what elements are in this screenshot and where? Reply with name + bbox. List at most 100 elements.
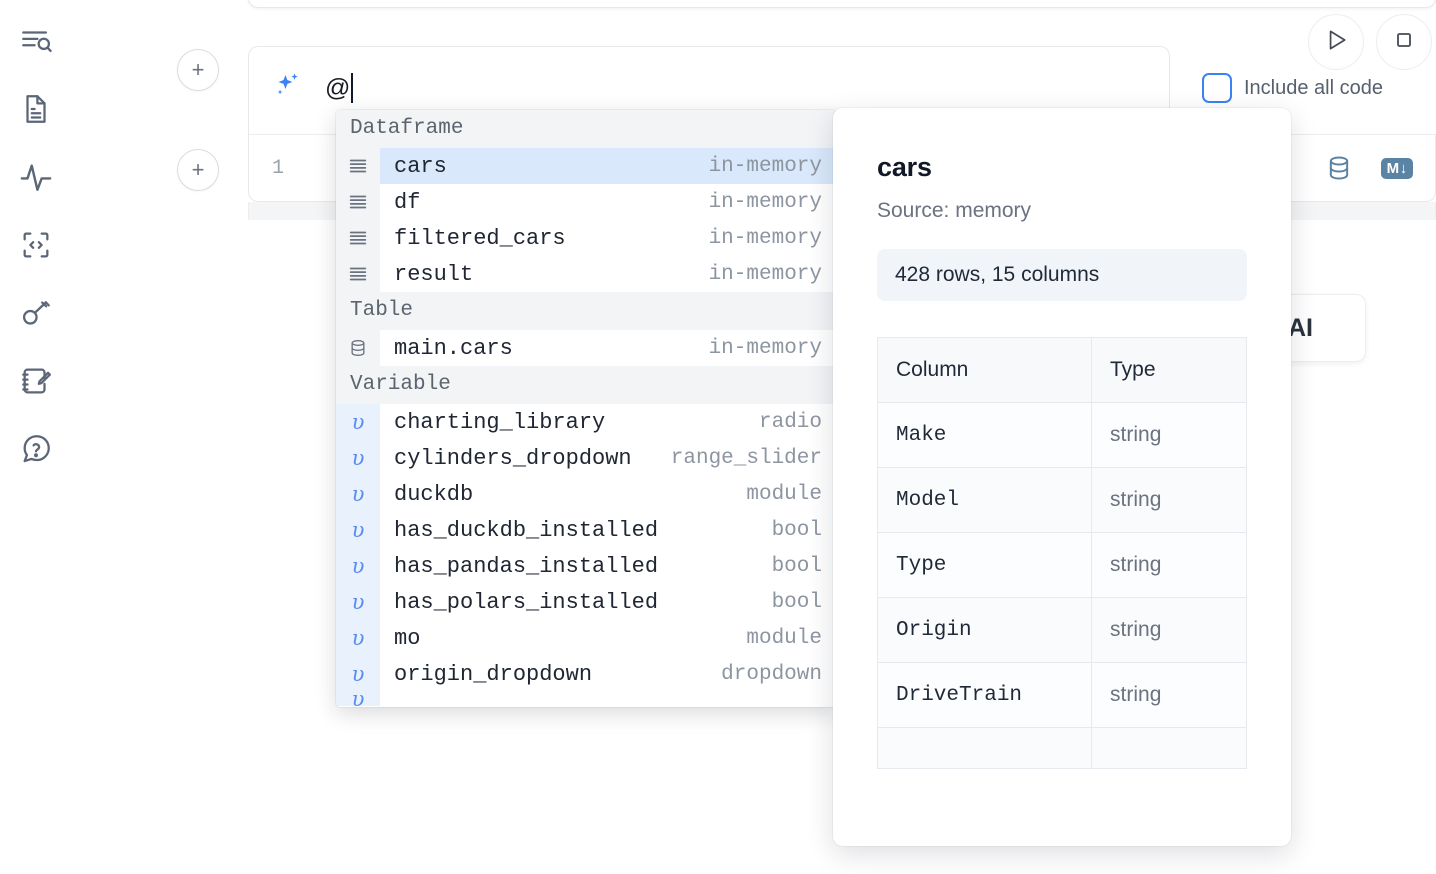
add-cell-button-top[interactable]: + — [177, 49, 219, 91]
outline-search-icon — [19, 24, 53, 58]
autocomplete-item-name: has_duckdb_installed — [394, 517, 659, 543]
autocomplete-section-header: Variable — [336, 366, 836, 404]
dataframe-icon — [336, 184, 380, 220]
sparkles-icon — [271, 69, 305, 103]
autocomplete-item-meta: in-memory — [708, 226, 822, 250]
autocomplete-item-meta: bool — [771, 518, 822, 542]
preview-shape-badge: 428 rows, 15 columns — [877, 249, 1247, 301]
autocomplete-item-name: filtered_cars — [394, 225, 566, 251]
sidebar-item-secrets[interactable] — [13, 290, 59, 336]
text-caret — [351, 73, 354, 103]
sidebar-item-variables[interactable] — [13, 154, 59, 200]
autocomplete-item-name: df — [394, 189, 421, 215]
sidebar-item-snippets[interactable] — [13, 222, 59, 268]
schema-column-type: string — [1091, 467, 1247, 533]
sidebar-item-scratchpad[interactable] — [13, 358, 59, 404]
autocomplete-item-clipped[interactable]: υ — [336, 692, 836, 706]
stop-cell-button[interactable] — [1376, 14, 1432, 70]
sidebar-item-files[interactable] — [13, 86, 59, 132]
include-all-code-row: Include all code — [1202, 73, 1383, 103]
variable-icon: υ — [336, 692, 380, 706]
schema-column-type: string — [1091, 402, 1247, 468]
autocomplete-item-name: charting_library — [394, 409, 606, 435]
previous-cell-stub — [248, 0, 1436, 8]
preview-title: cars — [877, 152, 932, 182]
autocomplete-item-meta: dropdown — [721, 662, 822, 686]
secrets-key-icon — [19, 296, 53, 330]
autocomplete-item[interactable]: cars in-memory — [336, 148, 836, 184]
help-chat-icon — [19, 432, 53, 466]
table-header-row: Column Type — [876, 337, 1247, 403]
autocomplete-item-meta: in-memory — [708, 262, 822, 286]
schema-column-type: string — [1091, 662, 1247, 728]
cell-action-icons: M↓ — [1325, 154, 1413, 182]
autocomplete-item-name: cars — [394, 153, 447, 179]
autocomplete-item-name: has_pandas_installed — [394, 553, 659, 579]
schema-column-name: Model — [876, 467, 1093, 533]
ai-prompt-input[interactable]: @ — [325, 73, 1169, 111]
autocomplete-item-name: mo — [394, 625, 421, 651]
stop-square-icon — [1392, 28, 1416, 57]
file-explorer-icon — [19, 92, 53, 126]
autocomplete-item-meta: bool — [771, 590, 822, 614]
run-cell-button[interactable] — [1308, 14, 1364, 70]
add-cell-button-bottom[interactable]: + — [177, 149, 219, 191]
variable-icon: υ — [336, 476, 380, 512]
include-all-code-checkbox[interactable] — [1202, 73, 1232, 103]
table-row-clipped — [876, 727, 1247, 769]
autocomplete-item-meta: module — [746, 482, 822, 506]
markdown-icon[interactable]: M↓ — [1380, 157, 1413, 179]
autocomplete-section-header: Table — [336, 292, 836, 330]
activity-icon — [19, 160, 53, 194]
ai-chip-label: AI — [1288, 313, 1313, 342]
autocomplete-item[interactable]: result in-memory — [336, 256, 836, 292]
autocomplete-item-meta: radio — [758, 410, 822, 434]
line-number: 1 — [271, 156, 284, 180]
dataframe-icon — [336, 148, 380, 184]
autocomplete-item-name: duckdb — [394, 481, 474, 507]
autocomplete-item[interactable]: filtered_cars in-memory — [336, 220, 836, 256]
autocomplete-item-meta: range_slider — [670, 446, 822, 470]
sidebar-item-help[interactable] — [13, 426, 59, 472]
autocomplete-item[interactable]: υ has_pandas_installed bool — [336, 548, 836, 584]
autocomplete-section-header: Dataframe — [336, 110, 836, 148]
autocomplete-item-name: result — [394, 261, 474, 287]
plus-icon: + — [191, 57, 205, 82]
variable-icon: υ — [336, 548, 380, 584]
schema-column-name: Type — [876, 532, 1093, 598]
preview-source: Source: memory — [877, 199, 1032, 222]
scratchpad-icon — [19, 364, 53, 398]
autocomplete-item-name: main.cars — [394, 335, 513, 361]
schema-column-name: DriveTrain — [876, 662, 1093, 728]
sidebar-item-outline[interactable] — [13, 18, 59, 64]
autocomplete-item-meta: in-memory — [708, 154, 822, 178]
column-header-column: Column — [876, 337, 1093, 403]
column-header-type: Type — [1091, 337, 1247, 403]
dataframe-preview-panel: cars Source: memory 428 rows, 15 columns… — [833, 108, 1291, 846]
autocomplete-item-meta: module — [746, 626, 822, 650]
database-icon[interactable] — [1325, 154, 1353, 182]
plus-icon: + — [191, 157, 205, 182]
variable-icon: υ — [336, 440, 380, 476]
left-icon-rail — [0, 0, 72, 874]
autocomplete-item-meta: bool — [771, 554, 822, 578]
markdown-arrow: ↓ — [1399, 159, 1408, 177]
variable-icon: υ — [336, 584, 380, 620]
schema-column-name: Make — [876, 402, 1093, 468]
code-snippets-icon — [19, 228, 53, 262]
